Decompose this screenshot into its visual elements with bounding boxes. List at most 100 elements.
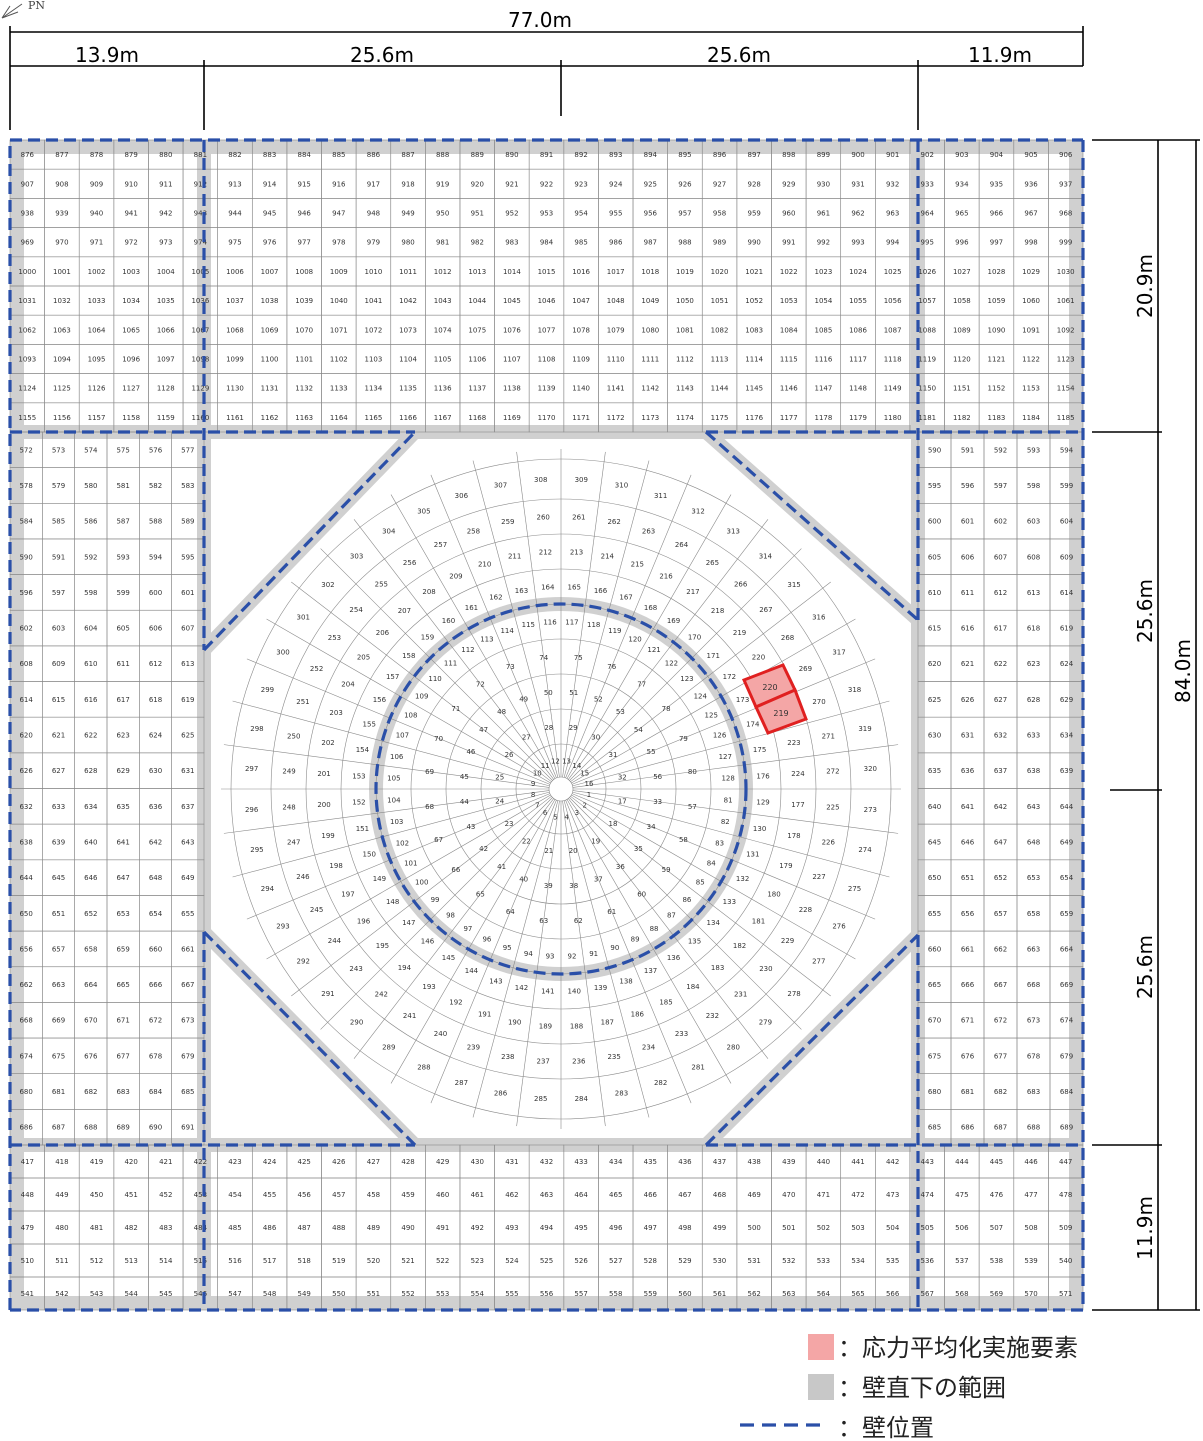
element-number: 906 (1059, 151, 1073, 159)
element-number: 277 (812, 958, 825, 966)
element-number: 486 (263, 1224, 277, 1232)
radial-spoke (353, 798, 554, 1059)
radial-spoke (390, 494, 556, 779)
element-number: 141 (541, 988, 554, 996)
element-number: 674 (19, 1052, 33, 1060)
element-number: 996 (955, 239, 969, 247)
element-number: 293 (276, 923, 289, 931)
element-number: 686 (19, 1124, 33, 1132)
element-number: 987 (644, 239, 657, 247)
element-number: 590 (19, 553, 32, 561)
element-number: 1105 (434, 356, 452, 364)
element-number: 968 (1059, 210, 1072, 218)
element-number: 42 (479, 845, 488, 853)
element-number: 1085 (814, 326, 832, 334)
element-number: 549 (298, 1290, 311, 1298)
element-number: 682 (84, 1088, 97, 1096)
element-number: 593 (116, 553, 129, 561)
element-number: 661 (961, 945, 974, 953)
element-number: 902 (921, 151, 934, 159)
element-number: 210 (478, 561, 491, 569)
element-number: 462 (505, 1191, 518, 1199)
element-number: 488 (332, 1224, 345, 1232)
element-number: 255 (375, 581, 388, 589)
element-number: 284 (575, 1095, 589, 1103)
element-number: 1185 (1057, 414, 1075, 422)
element-number: 619 (181, 696, 194, 704)
element-number: 489 (367, 1224, 380, 1232)
element-number: 520 (367, 1257, 380, 1265)
element-number: 435 (644, 1158, 657, 1166)
element-number: 664 (1060, 945, 1074, 953)
element-number: 199 (321, 832, 334, 840)
element-number: 71 (451, 705, 460, 713)
element-number: 601 (181, 589, 194, 597)
element-number: 543 (90, 1290, 103, 1298)
element-number: 922 (540, 180, 553, 188)
element-number: 166 (594, 587, 608, 595)
element-number: 1163 (295, 414, 313, 422)
element-number: 316 (812, 613, 826, 621)
element-number: 1065 (122, 326, 140, 334)
element-number: 1154 (1057, 385, 1075, 393)
element-number: 1146 (780, 385, 798, 393)
element-number: 1054 (814, 297, 832, 305)
element-number: 654 (149, 910, 163, 918)
element-number: 1023 (814, 268, 832, 276)
element-number: 511 (55, 1257, 68, 1265)
element-number: 158 (402, 652, 415, 660)
element-number: 208 (422, 588, 435, 596)
element-number: 168 (644, 604, 657, 612)
element-number: 544 (124, 1290, 138, 1298)
element-number: 102 (396, 839, 409, 847)
element-number: 1147 (814, 385, 832, 393)
element-number: 315 (787, 581, 800, 589)
element-number: 312 (691, 507, 704, 515)
element-number: 436 (678, 1158, 692, 1166)
element-number: 1029 (1022, 268, 1040, 276)
radial-spoke (572, 791, 890, 878)
element-number: 618 (1027, 625, 1040, 633)
element-number: 885 (332, 151, 345, 159)
element-number: 495 (574, 1224, 587, 1232)
element-number: 1058 (953, 297, 971, 305)
element-number: 1074 (434, 326, 452, 334)
element-number: 99 (431, 896, 440, 904)
element-number: 276 (832, 923, 846, 931)
element-number: 427 (367, 1158, 380, 1166)
element-number: 947 (332, 210, 345, 218)
element-number: 167 (619, 594, 632, 602)
element-number: 581 (116, 482, 129, 490)
element-number: 1161 (226, 414, 244, 422)
element-number: 150 (363, 851, 376, 859)
radial-spoke (566, 799, 732, 1084)
element-number: 679 (181, 1052, 194, 1060)
element-number: 691 (181, 1124, 194, 1132)
radial-spoke (572, 744, 899, 788)
element-number: 483 (159, 1224, 172, 1232)
element-number: 535 (886, 1257, 899, 1265)
radial-spoke (353, 519, 554, 780)
element-number: 1071 (330, 326, 348, 334)
element-number: 98 (446, 911, 455, 919)
element-number: 260 (536, 514, 549, 522)
element-number: 992 (817, 239, 830, 247)
element-number: 439 (782, 1158, 795, 1166)
element-number: 269 (799, 665, 812, 673)
height-segment-4: 11.9m (1133, 1196, 1157, 1260)
element-number: 1177 (780, 414, 798, 422)
element-number: 1049 (641, 297, 659, 305)
element-number: 883 (263, 151, 276, 159)
element-number: 54 (634, 726, 643, 734)
element-number: 889 (471, 151, 484, 159)
element-number: 1098 (191, 356, 209, 364)
element-number: 91 (589, 950, 598, 958)
element-number: 1067 (191, 326, 209, 334)
element-number: 1079 (607, 326, 625, 334)
element-number: 622 (994, 660, 1007, 668)
element-number: 458 (367, 1191, 380, 1199)
element-number: 519 (332, 1257, 345, 1265)
element-number: 1135 (399, 385, 417, 393)
element-number: 573 (52, 446, 65, 454)
element-number: 49 (519, 695, 528, 703)
